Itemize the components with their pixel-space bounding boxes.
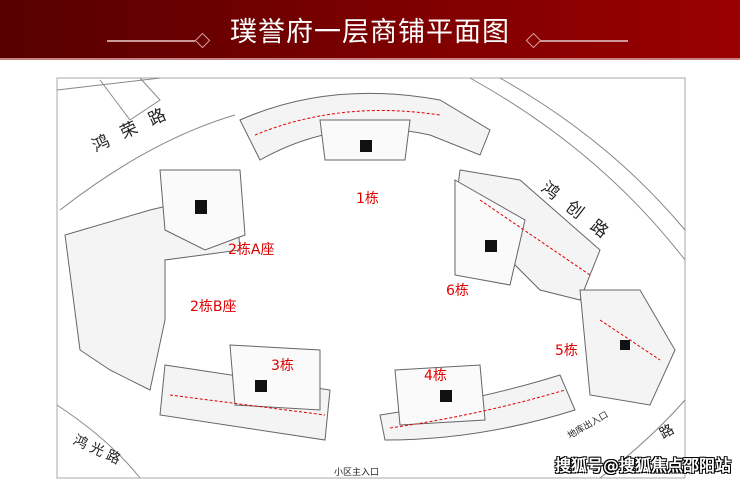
building-label-6: 6栋 (446, 283, 469, 299)
watermark: 搜狐号@搜狐焦点邵阳站 (555, 456, 732, 475)
building-label-2a: 2栋A座 (228, 242, 275, 258)
road-edge (56, 404, 141, 479)
building-label-5: 5栋 (555, 343, 578, 359)
road-edge (499, 77, 686, 231)
decorative-line-right (540, 40, 628, 42)
road-edge (59, 114, 236, 211)
main-entrance-label: 小区主入口 (334, 468, 380, 478)
structural-columns (195, 140, 630, 402)
road-edge (599, 399, 686, 479)
shop-boundary-red (169, 110, 661, 429)
title-banner: 璞誉府一层商铺平面图 (0, 0, 740, 60)
building-label-1: 1栋 (356, 191, 379, 207)
road-edge (469, 77, 686, 261)
floor-plan-drawing (56, 77, 686, 479)
page-title: 璞誉府一层商铺平面图 (230, 17, 510, 48)
building-label-2b: 2栋B座 (190, 299, 237, 315)
building-label-4: 4栋 (424, 368, 447, 384)
plan-border (56, 77, 686, 479)
road-edge (56, 77, 161, 91)
decorative-line-left (107, 40, 195, 42)
building-label-3: 3栋 (271, 358, 294, 374)
